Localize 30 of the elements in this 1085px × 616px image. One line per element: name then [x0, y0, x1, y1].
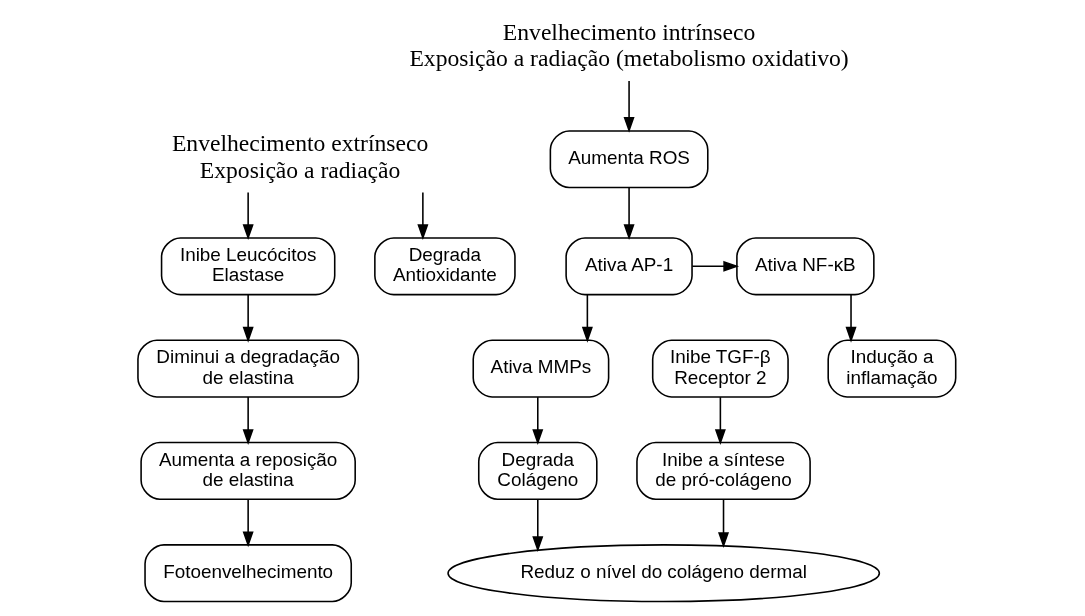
- arrow: [623, 80, 635, 133]
- node-box: Diminui a degradação de elastina: [137, 339, 360, 398]
- arrow: [532, 498, 544, 553]
- node-box: Aumenta a reposição de elastina: [140, 441, 356, 501]
- node-text: Envelhecimento intrínseco Exposição a radiação (metabolismo oxidativo): [409, 18, 849, 72]
- arrow: [417, 191, 429, 241]
- node-box: Inibe TGF-β Receptor 2: [651, 339, 789, 398]
- node-box: Ativa MMPs: [472, 339, 610, 398]
- arrow: [691, 260, 740, 272]
- arrow: [623, 187, 635, 240]
- node-box: Fotoenvelhecimento: [144, 544, 353, 603]
- node-box: Ativa AP-1: [565, 237, 693, 296]
- arrow: [242, 191, 254, 241]
- node-box: Indução a inflamação: [827, 339, 957, 398]
- node-ellipse: Reduz o nível do colágeno dermal: [447, 544, 881, 603]
- arrow: [714, 396, 726, 445]
- arrow: [532, 396, 544, 445]
- node-box: Degrada Antioxidante: [374, 237, 516, 296]
- arrow: [581, 294, 593, 343]
- arrow: [242, 498, 254, 548]
- arrow: [242, 396, 254, 445]
- node-box: Ativa NF-κB: [736, 237, 875, 296]
- node-box: Inibe a síntese de pró-colágeno: [636, 441, 811, 501]
- node-text: Envelhecimento extrínseco Exposição a radiação: [171, 130, 429, 184]
- node-box: Degrada Colágeno: [477, 441, 598, 501]
- node-box: Aumenta ROS: [549, 130, 709, 189]
- arrow: [242, 294, 254, 343]
- node-box: Inibe Leucócitos Elastase: [160, 237, 336, 296]
- arrow: [718, 498, 730, 548]
- arrow: [845, 294, 857, 343]
